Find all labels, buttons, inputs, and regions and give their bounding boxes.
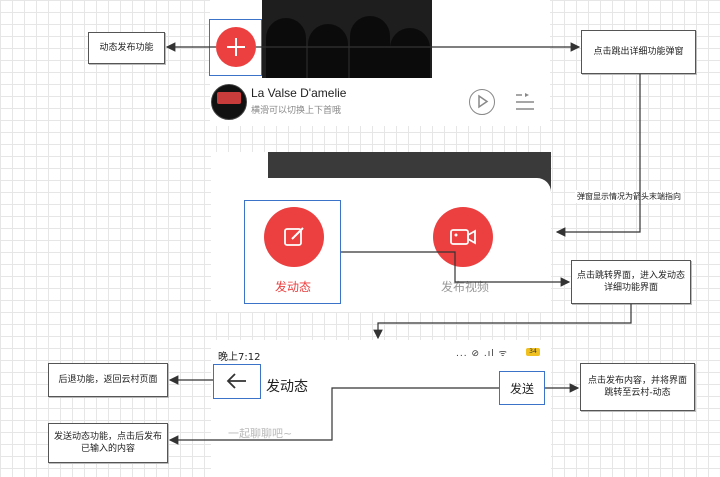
play-icon bbox=[478, 94, 489, 109]
compose-placeholder[interactable]: 一起聊聊吧~ bbox=[228, 427, 293, 440]
post-option-label: 发动态 bbox=[274, 280, 311, 294]
album-art-label bbox=[217, 92, 241, 104]
note-click-publish: 点击发布内容，并将界面跳转至云村-动态 bbox=[580, 363, 695, 411]
edit-icon bbox=[284, 227, 304, 246]
note-publish-feature: 动态发布功能 bbox=[88, 32, 165, 64]
battery-indicator: 34 bbox=[526, 348, 540, 356]
video-camera-icon bbox=[450, 229, 476, 245]
song-subtitle: 横滑可以切换上下首哦 bbox=[251, 106, 342, 116]
note-back-feature: 后退功能，返回云村页面 bbox=[48, 363, 168, 397]
arrow-to-sheet bbox=[555, 74, 641, 237]
send-button[interactable]: 发送 bbox=[499, 371, 545, 405]
photo-silhouette bbox=[308, 24, 348, 78]
cover-photo bbox=[262, 0, 432, 78]
photo-silhouette bbox=[390, 28, 430, 78]
photo-silhouette bbox=[350, 16, 390, 78]
song-title: La Valse D'amelie bbox=[251, 86, 347, 100]
video-option-button[interactable] bbox=[433, 207, 493, 267]
note-click-popup: 点击跳出详细功能弹窗 bbox=[581, 30, 696, 74]
note-click-jump: 点击跳转界面，进入发动态详细功能界面 bbox=[571, 260, 691, 304]
album-art[interactable] bbox=[211, 84, 247, 120]
page-title: 发动态 bbox=[266, 379, 308, 395]
note-send-feature: 发送动态功能，点击后发布已输入的内容 bbox=[48, 423, 168, 463]
status-icons: ... ⊘ .ıl ᯤ bbox=[456, 349, 508, 359]
plus-icon bbox=[227, 38, 245, 56]
playlist-icon bbox=[516, 93, 534, 110]
note-popup-display: 弹窗显示情况为箭头末端指向 bbox=[575, 190, 683, 203]
photo-silhouette bbox=[266, 18, 306, 78]
post-highlight-frame bbox=[244, 200, 341, 304]
status-time: 晚上7:12 bbox=[218, 352, 261, 363]
back-arrow-icon bbox=[226, 373, 246, 389]
compose-screen bbox=[211, 340, 551, 477]
back-button[interactable] bbox=[213, 364, 261, 399]
play-button[interactable] bbox=[469, 89, 495, 115]
video-option-label: 发布视频 bbox=[440, 280, 489, 294]
add-post-button[interactable] bbox=[216, 27, 256, 67]
playlist-button[interactable] bbox=[514, 92, 536, 112]
post-option-button[interactable] bbox=[264, 207, 324, 267]
